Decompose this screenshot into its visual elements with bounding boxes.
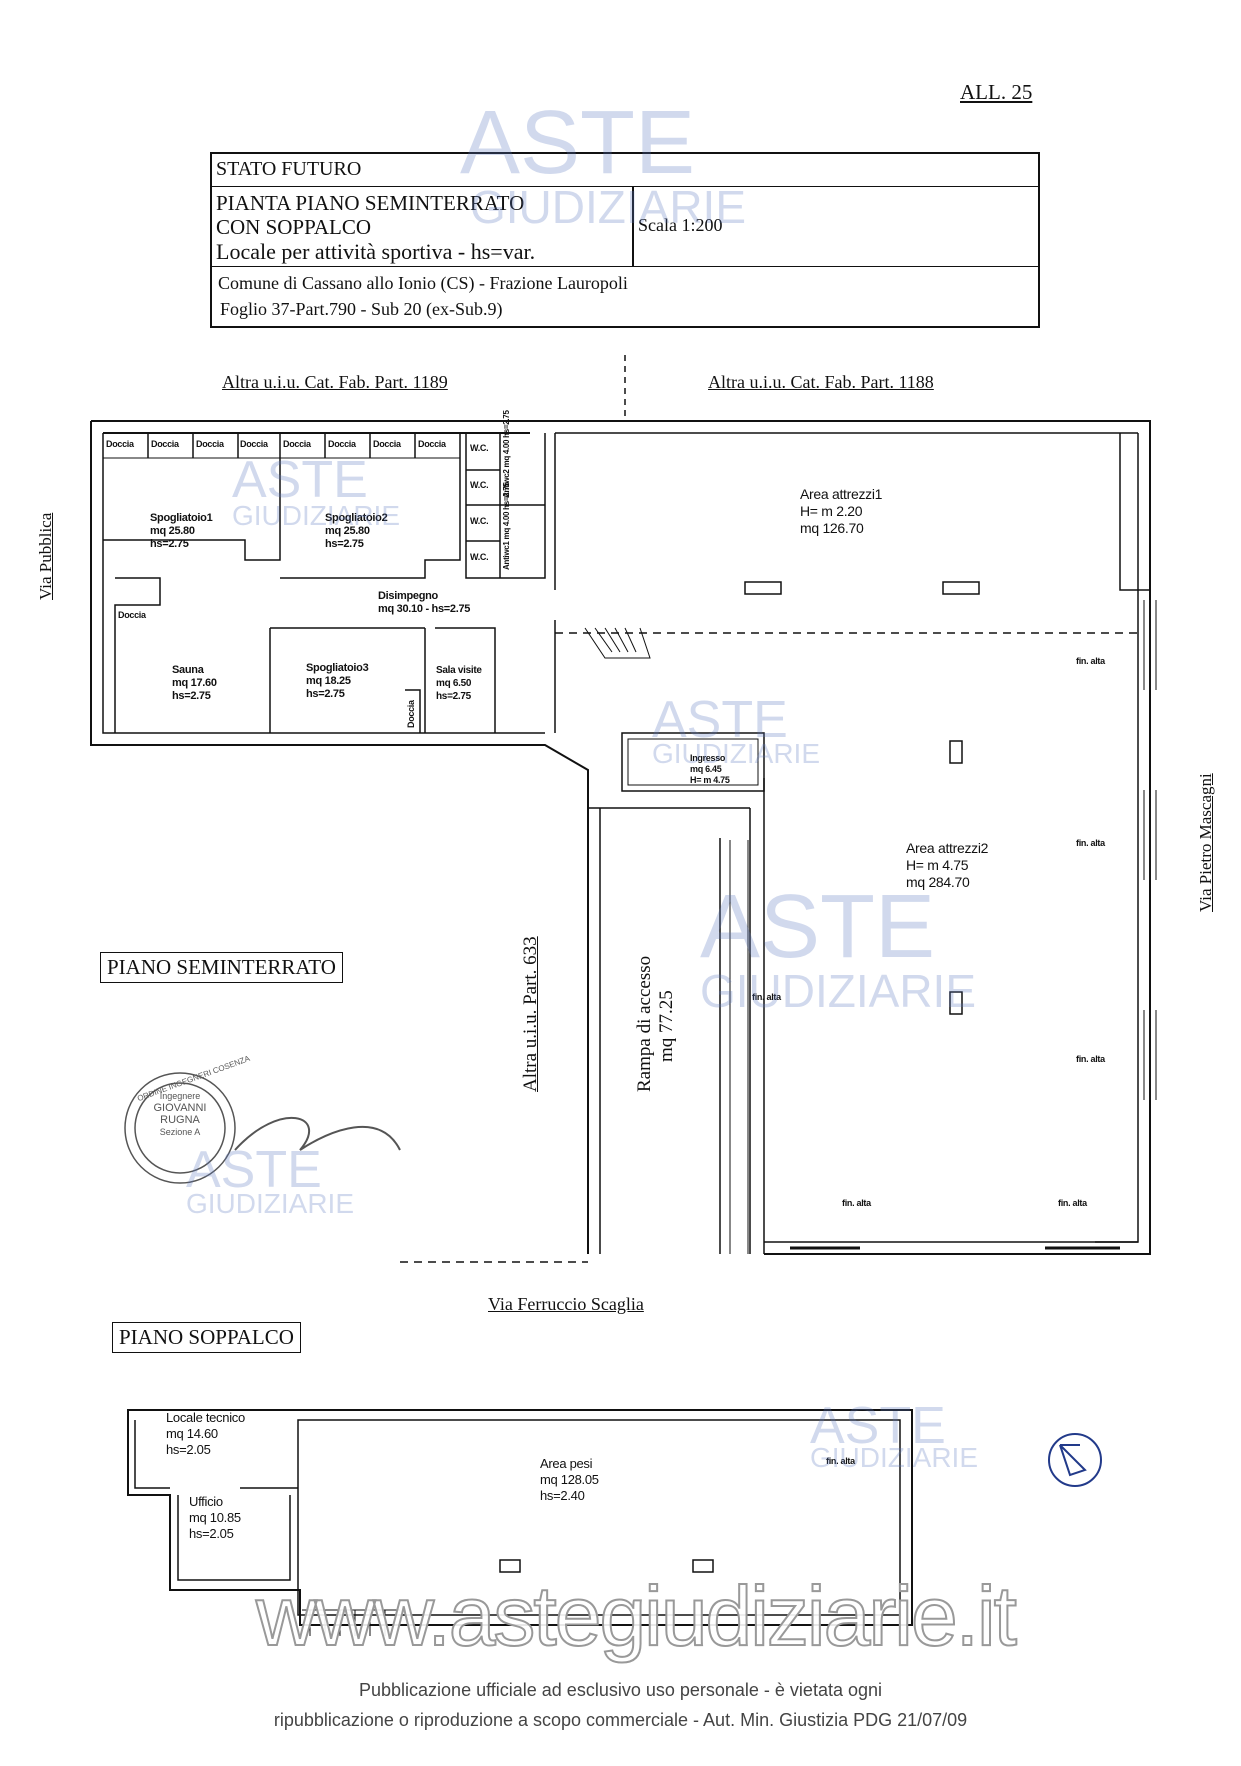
stamp-graphic [124, 1072, 401, 1184]
wc-dividers [466, 433, 545, 578]
sauna-wall [269, 627, 425, 733]
location-line2: Foglio 37-Part.790 - Sub 20 (ex-Sub.9) [220, 299, 503, 319]
plan-line1: PIANTA PIANO SEMINTERRATO [216, 191, 525, 215]
pillar-1 [949, 740, 963, 764]
mezz-outer [127, 1409, 913, 1626]
corridor-bottom [114, 577, 161, 733]
mezz-inner [297, 1419, 901, 1616]
plan-line3: Locale per attività sportiva - hs=var. [216, 239, 536, 264]
east-window-1 [1143, 600, 1157, 690]
label-doccia-6: Doccia [328, 439, 356, 449]
label-doccia-7: Doccia [373, 439, 401, 449]
label-fin-alta-2: fin. alta [1076, 838, 1105, 848]
state-label: STATO FUTURO [216, 158, 362, 180]
hall1-right [1119, 433, 1150, 591]
section-basement: PIANO SEMINTERRATO [100, 952, 343, 983]
footer-line1: Pubblicazione ufficiale ad esclusivo uso… [359, 1680, 882, 1700]
plan-line2: CON SOPPALCO [216, 215, 372, 239]
boundary-north-left: Altra u.i.u. Cat. Fab. Part. 1189 [222, 372, 448, 392]
label-fin-alta-5: fin. alta [842, 1198, 871, 1208]
label-doccia-2: Doccia [151, 439, 179, 449]
boundary-south: Via Ferruccio Scaglia [488, 1294, 644, 1314]
hall-stairs [584, 627, 651, 659]
label-wc-4: W.C. [470, 552, 489, 562]
inner-outline [102, 433, 545, 734]
east-window-2 [1143, 790, 1157, 880]
label-fin-alta-6: fin. alta [1058, 1198, 1087, 1208]
title-plan-row: PIANTA PIANO SEMINTERRATO CON SOPPALCO L… [212, 187, 1038, 267]
label-fin-alta-mezz: fin. alta [826, 1456, 855, 1466]
shower-dividers [147, 433, 416, 458]
label-wc-1: W.C. [470, 443, 489, 453]
label-doccia-1: Doccia [106, 439, 134, 449]
scale-label: Scala 1:200 [638, 215, 723, 235]
window-a1-2 [942, 581, 980, 595]
label-doccia-8: Doccia [418, 439, 446, 449]
location-line1: Comune di Cassano allo Ionio (CS) - Fraz… [218, 273, 628, 293]
mezz-window-1 [499, 1559, 521, 1573]
label-fin-alta-1: fin. alta [1076, 656, 1105, 666]
sala-visite [435, 627, 496, 733]
label-wc-2: W.C. [470, 480, 489, 490]
east-window-3 [1143, 1010, 1157, 1100]
outer-wall-top [91, 420, 1151, 1255]
doccia-small [405, 689, 421, 733]
label-antiwc1: Antiwc1 mq 4.00 hs=2.75 [502, 482, 511, 570]
stamp-text: Ingegnere GIOVANNI RUGNA Sezione A [153, 1091, 207, 1137]
window-a1-1 [744, 581, 782, 595]
spog2-wall [280, 433, 461, 579]
mezz-locale-wall [134, 1420, 298, 1489]
title-location-row: Comune di Cassano allo Ionio (CS) - Fraz… [212, 267, 1038, 327]
north-arrow-circle [1048, 1433, 1102, 1487]
outer-wall-left [90, 421, 589, 1254]
label-doccia-small: Doccia [406, 700, 416, 728]
ingresso-outline [621, 732, 765, 792]
label-doccia-3: Doccia [196, 439, 224, 449]
pillar-2 [949, 991, 963, 1015]
label-fin-alta-3: fin. alta [1076, 1054, 1105, 1064]
label-doccia-5: Doccia [283, 439, 311, 449]
label-doccia-4: Doccia [240, 439, 268, 449]
mezz-stairs [302, 1609, 400, 1636]
title-state-row: STATO FUTURO [212, 154, 1038, 187]
mezz-ufficio-wall [177, 1495, 291, 1581]
mezz-window-2 [692, 1559, 714, 1573]
label-fin-alta-4: fin. alta [752, 992, 781, 1002]
footer-line2: ripubblicazione o riproduzione a scopo c… [273, 1710, 968, 1730]
ingresso-inner [627, 738, 759, 786]
stair-strip [729, 840, 749, 1254]
section-mezzanine: PIANO SOPPALCO [112, 1322, 301, 1353]
area2-left [749, 808, 765, 1254]
title-block: STATO FUTURO PIANTA PIANO SEMINTERRATO C… [210, 152, 1040, 328]
annex-label: ALL. 25 [960, 80, 1033, 104]
north-arrow-symbol [1059, 1444, 1087, 1477]
boundary-north-right: Altra u.i.u. Cat. Fab. Part. 1188 [708, 372, 934, 392]
label-doccia-9: Doccia [118, 610, 146, 620]
spog1-wall [103, 433, 281, 561]
title-divider [632, 187, 634, 267]
label-wc-3: W.C. [470, 516, 489, 526]
